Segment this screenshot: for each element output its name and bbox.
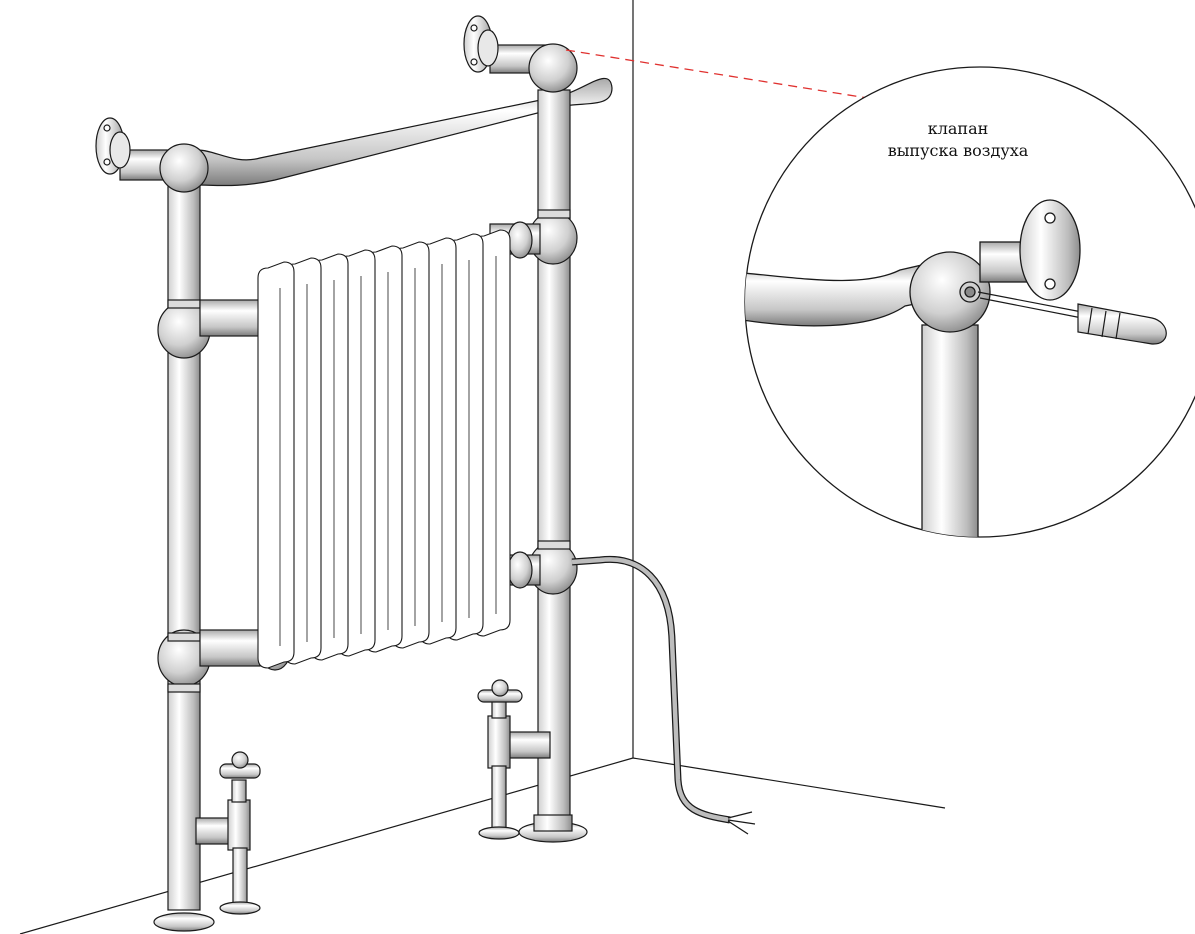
wall-flange-left: [95, 117, 131, 175]
screwdriver-icon: [977, 291, 1167, 345]
callout-label-line1: клапан: [927, 119, 989, 138]
leader-line: [565, 49, 881, 101]
room-lines: [19, 0, 946, 934]
left-leg: [153, 143, 215, 932]
cable-icon: [571, 555, 756, 835]
radiator-icon: [257, 229, 511, 669]
right-leg: [518, 43, 588, 843]
callout-label: клапан выпуска воздуха: [858, 118, 1058, 162]
callout-label-line2: выпуска воздуха: [887, 141, 1029, 160]
detail-callout: [744, 66, 1195, 538]
valve-icon: [477, 679, 551, 840]
wall-flange-right: [463, 15, 499, 73]
valve-icon: [195, 751, 261, 915]
radiator-section: [257, 261, 295, 669]
